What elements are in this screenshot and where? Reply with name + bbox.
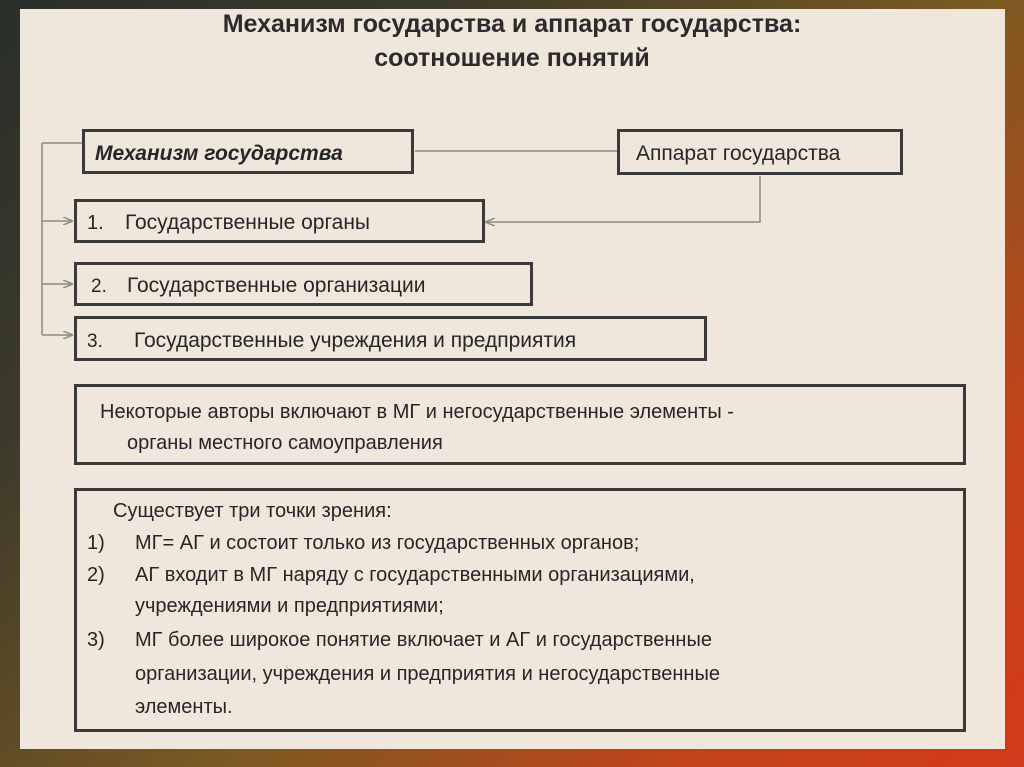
item-2-box: 2. Государственные организации [74, 262, 533, 306]
note-box: Некоторые авторы включают в МГ и негосуд… [74, 384, 966, 465]
view-3-number: 3) [87, 629, 105, 651]
view-3-line-1: МГ более широкое понятие включает и АГ и… [135, 629, 712, 651]
view-1-line-1: МГ= АГ и состоит только из государственн… [135, 532, 640, 554]
views-box: Существует три точки зрения: 1) МГ= АГ и… [74, 488, 966, 732]
item-1-label: Государственные органы [125, 211, 371, 234]
apparatus-box: Аппарат государства [617, 129, 903, 175]
mechanism-box: Механизм государства [82, 129, 414, 174]
view-3-line-3: элементы. [135, 696, 233, 718]
apparatus-label: Аппарат государства [636, 142, 841, 165]
title-line-1: Механизм государства и аппарат государст… [222, 10, 802, 38]
views-intro: Существует три точки зрения: [113, 500, 392, 522]
mechanism-label: Механизм государства [95, 142, 343, 165]
item-1-box: 1. Государственные органы [74, 199, 485, 243]
item-3-box: 3. Государственные учреждения и предприя… [74, 316, 707, 361]
note-line-2: органы местного самоуправления [127, 432, 443, 454]
view-1-number: 1) [87, 532, 105, 554]
note-line-1: Некоторые авторы включают в МГ и негосуд… [100, 401, 734, 423]
view-2-line-1: АГ входит в МГ наряду с государственными… [135, 564, 695, 586]
item-2-number: 2. [91, 276, 107, 297]
item-3-number: 3. [87, 331, 103, 352]
view-2-number: 2) [87, 564, 105, 586]
item-1-number: 1. [87, 212, 104, 234]
item-2-label: Государственные организации [127, 274, 426, 297]
view-3-line-2: организации, учреждения и предприятия и … [135, 663, 720, 685]
title-line-2: соотношение понятий [374, 44, 650, 72]
item-3-label: Государственные учреждения и предприятия [134, 329, 577, 352]
view-2-line-2: учреждениями и предприятиями; [135, 595, 444, 617]
